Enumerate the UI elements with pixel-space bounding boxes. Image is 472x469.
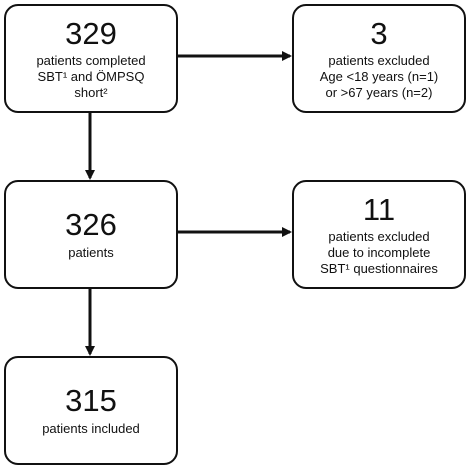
box-screened: 329 patients completed SBT¹ and ÖMPSQ sh… — [4, 4, 178, 113]
excluded-age-line-1: patients excluded — [328, 53, 430, 68]
excluded-incomplete-line-3: SBT¹ questionnaires — [320, 261, 438, 276]
included-line-1: patients included — [42, 420, 140, 436]
excluded-age-count: 3 — [370, 16, 388, 51]
included-description: patients included — [42, 421, 140, 437]
screened-line-2: SBT¹ and ÖMPSQ — [37, 69, 145, 84]
box-excluded-age: 3 patients excluded Age <18 years (n=1) … — [292, 4, 466, 113]
eligible-line-1: patients — [68, 244, 114, 260]
box-included: 315 patients included — [4, 356, 178, 465]
eligible-description: patients — [68, 245, 114, 261]
excluded-age-line-3: or >67 years (n=2) — [325, 85, 433, 100]
screened-description: patients completed SBT¹ and ÖMPSQ short² — [36, 53, 145, 101]
box-excluded-incomplete: 11 patients excluded due to incomplete S… — [292, 180, 466, 289]
excluded-age-line-2: Age <18 years (n=1) — [319, 69, 439, 84]
excluded-incomplete-count: 11 — [362, 192, 396, 227]
eligible-count: 326 — [65, 206, 117, 242]
box-eligible: 326 patients — [4, 180, 178, 289]
screened-line-3: short² — [74, 85, 108, 100]
excluded-incomplete-line-2: due to incomplete — [327, 245, 431, 260]
excluded-incomplete-description: patients excluded due to incomplete SBT¹… — [320, 229, 438, 277]
excluded-incomplete-line-1: patients excluded — [328, 229, 430, 244]
included-count: 315 — [65, 382, 117, 418]
excluded-age-description: patients excluded Age <18 years (n=1) or… — [320, 53, 439, 101]
screened-count: 329 — [65, 16, 117, 51]
screened-line-1: patients completed — [36, 53, 146, 68]
